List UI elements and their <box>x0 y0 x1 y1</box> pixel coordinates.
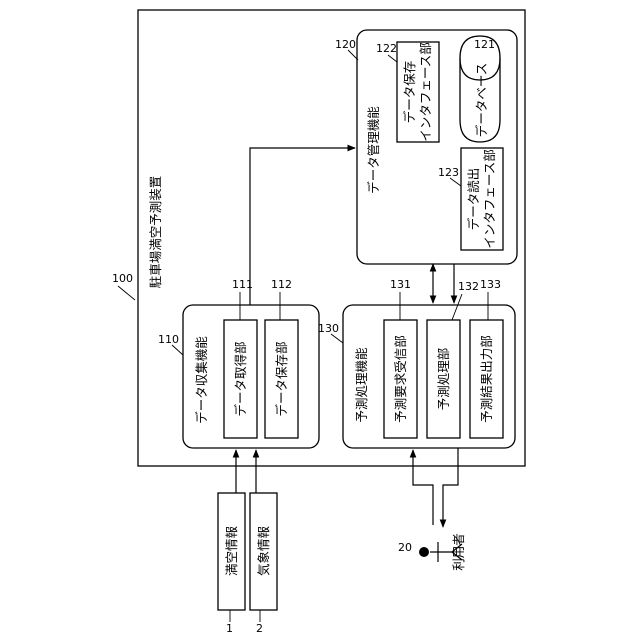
device-title: 駐車場満空予測装置 <box>148 176 163 289</box>
prediction-ref: 130 <box>318 322 339 335</box>
processing-label: 予測処理部 <box>436 348 451 411</box>
store-interface-line2: インタフェース部 <box>418 42 433 141</box>
device-ref: 100 <box>112 272 133 285</box>
read-interface-line2: インタフェース部 <box>482 149 497 248</box>
input-label-weather: 気象情報 <box>256 526 271 577</box>
input-label-fullness: 満空情報 <box>224 526 239 577</box>
storage-ref: 112 <box>271 278 292 291</box>
database-label: データベース <box>474 63 489 137</box>
input-ref-weather: 2 <box>256 622 263 635</box>
user-label: 利用者 <box>451 533 466 571</box>
data-management-ref: 120 <box>335 38 356 51</box>
data-collection-ref: 110 <box>158 333 179 346</box>
read-interface-line1: データ読出 <box>466 168 481 231</box>
read-interface-ref: 123 <box>438 166 459 179</box>
prediction-title: 予測処理機能 <box>354 347 369 423</box>
request-ref: 131 <box>390 278 411 291</box>
store-interface-line1: データ保存 <box>402 61 417 124</box>
user-ref: 20 <box>398 541 412 554</box>
storage-label: データ保存部 <box>274 341 289 416</box>
store-interface-ref: 122 <box>376 42 397 55</box>
database-ref: 121 <box>474 38 495 51</box>
processing-ref: 132 <box>458 280 479 293</box>
output-ref: 133 <box>480 278 501 291</box>
data-collection-title: データ収集機能 <box>194 336 209 424</box>
data-management-title: データ管理機能 <box>366 106 381 194</box>
input-ref-fullness: 1 <box>226 622 233 635</box>
request-label: 予測要求受信部 <box>393 335 408 423</box>
acquisition-label: データ取得部 <box>233 341 248 416</box>
output-label: 予測結果出力部 <box>479 335 494 423</box>
